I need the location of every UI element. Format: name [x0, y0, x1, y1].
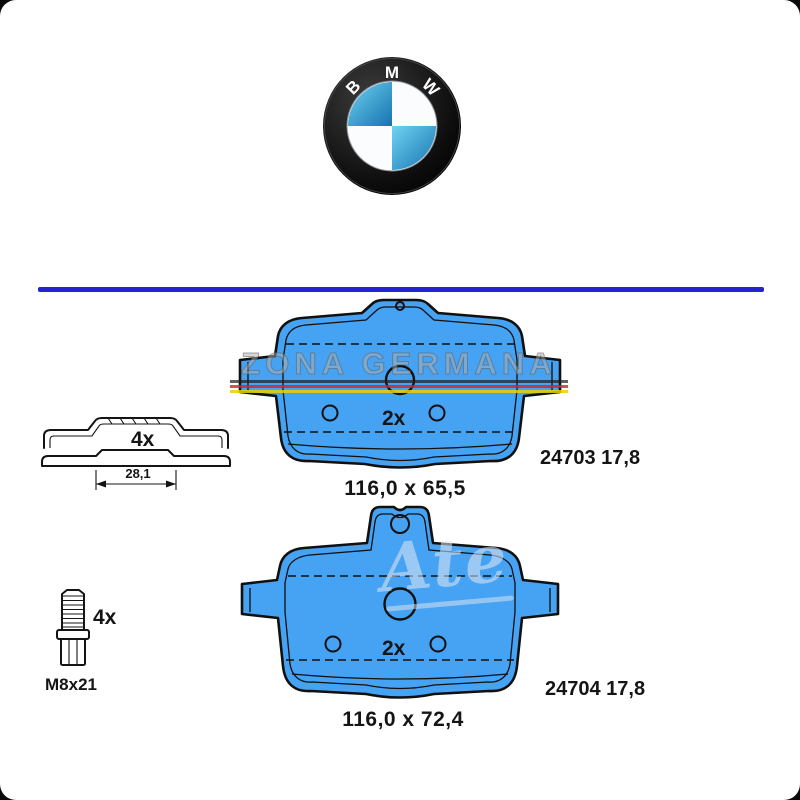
- clip-quantity: 4x: [131, 428, 155, 451]
- pad-top-dimensions: 116,0 x 65,5: [344, 477, 466, 500]
- pad-top-inner-contour: [282, 306, 518, 462]
- blue-divider-line: [38, 287, 764, 292]
- brake-pad-bottom-drawing: [222, 500, 567, 715]
- clip-top-profile: [43, 417, 229, 449]
- brake-pad-top-drawing: [222, 298, 567, 473]
- clip-dimension-label: 28,1: [125, 466, 151, 481]
- bolt-hex-facets: [68, 639, 78, 665]
- brake-pad-top-svg: [238, 298, 562, 469]
- roundel-quadrant-white-tr: [392, 82, 436, 126]
- clip-extension-lines: [95, 470, 177, 490]
- pad-bottom-bottom-line: [291, 673, 509, 680]
- pad-top-right-hole: [428, 404, 446, 422]
- pad-bottom-right-hole: [429, 635, 447, 653]
- pad-top-tab-notch: [395, 301, 405, 311]
- clip-arrow-right: [166, 480, 176, 488]
- pad-bottom-inner-contour: [284, 513, 516, 690]
- watermark-ate-logo: Ate: [376, 518, 512, 608]
- clip-hatching: [107, 417, 161, 425]
- pad-bottom-dimensions: 116,0 x 72,4: [342, 708, 464, 731]
- bolt-flange: [56, 629, 90, 640]
- watermark-stripe-red: [230, 385, 568, 388]
- brake-pad-bottom-svg: [240, 505, 560, 699]
- roundel-quadrant-white-bl: [348, 126, 392, 170]
- pad-bottom-left-hole: [324, 635, 342, 653]
- pad-bottom-clip-ring: [390, 514, 410, 534]
- clip-bottom-profile: [41, 449, 231, 467]
- pad-bottom-ear-lines: [249, 588, 551, 612]
- logo-letter-m: M: [385, 63, 399, 82]
- bolt-svg: [56, 589, 90, 666]
- pad-top-reference: 24703 17,8: [540, 447, 641, 469]
- bolt-threads: [62, 595, 84, 628]
- bolt-spec-label: M8x21: [45, 675, 97, 694]
- pad-bottom-reference: 24704 17,8: [545, 678, 646, 700]
- bmw-logo: B M W: [322, 56, 462, 196]
- bolt-hex-head: [60, 638, 86, 666]
- pad-top-outline: [238, 298, 562, 469]
- accessory-clip-drawing: [38, 416, 234, 496]
- bmw-roundel-icon: B M W: [323, 57, 461, 195]
- watermark-stripe-yellow: [230, 390, 568, 393]
- watermark-stripe-black: [230, 380, 568, 383]
- watermark-zona-germana: ZONA GERMANA: [241, 346, 557, 382]
- accessory-clip-svg: [41, 417, 231, 490]
- pad-top-quantity: 2x: [382, 407, 406, 430]
- bolt-quantity: 4x: [93, 606, 117, 629]
- pad-top-bottom-line: [287, 443, 513, 450]
- roundel-quadrant-blue-br: [392, 126, 436, 170]
- clip-arrow-left: [96, 480, 106, 488]
- pad-top-left-hole: [321, 404, 339, 422]
- pad-bottom-quantity: 2x: [382, 637, 406, 660]
- roundel-quadrant-blue-tl: [348, 82, 392, 126]
- bolt-drawing: [48, 588, 98, 672]
